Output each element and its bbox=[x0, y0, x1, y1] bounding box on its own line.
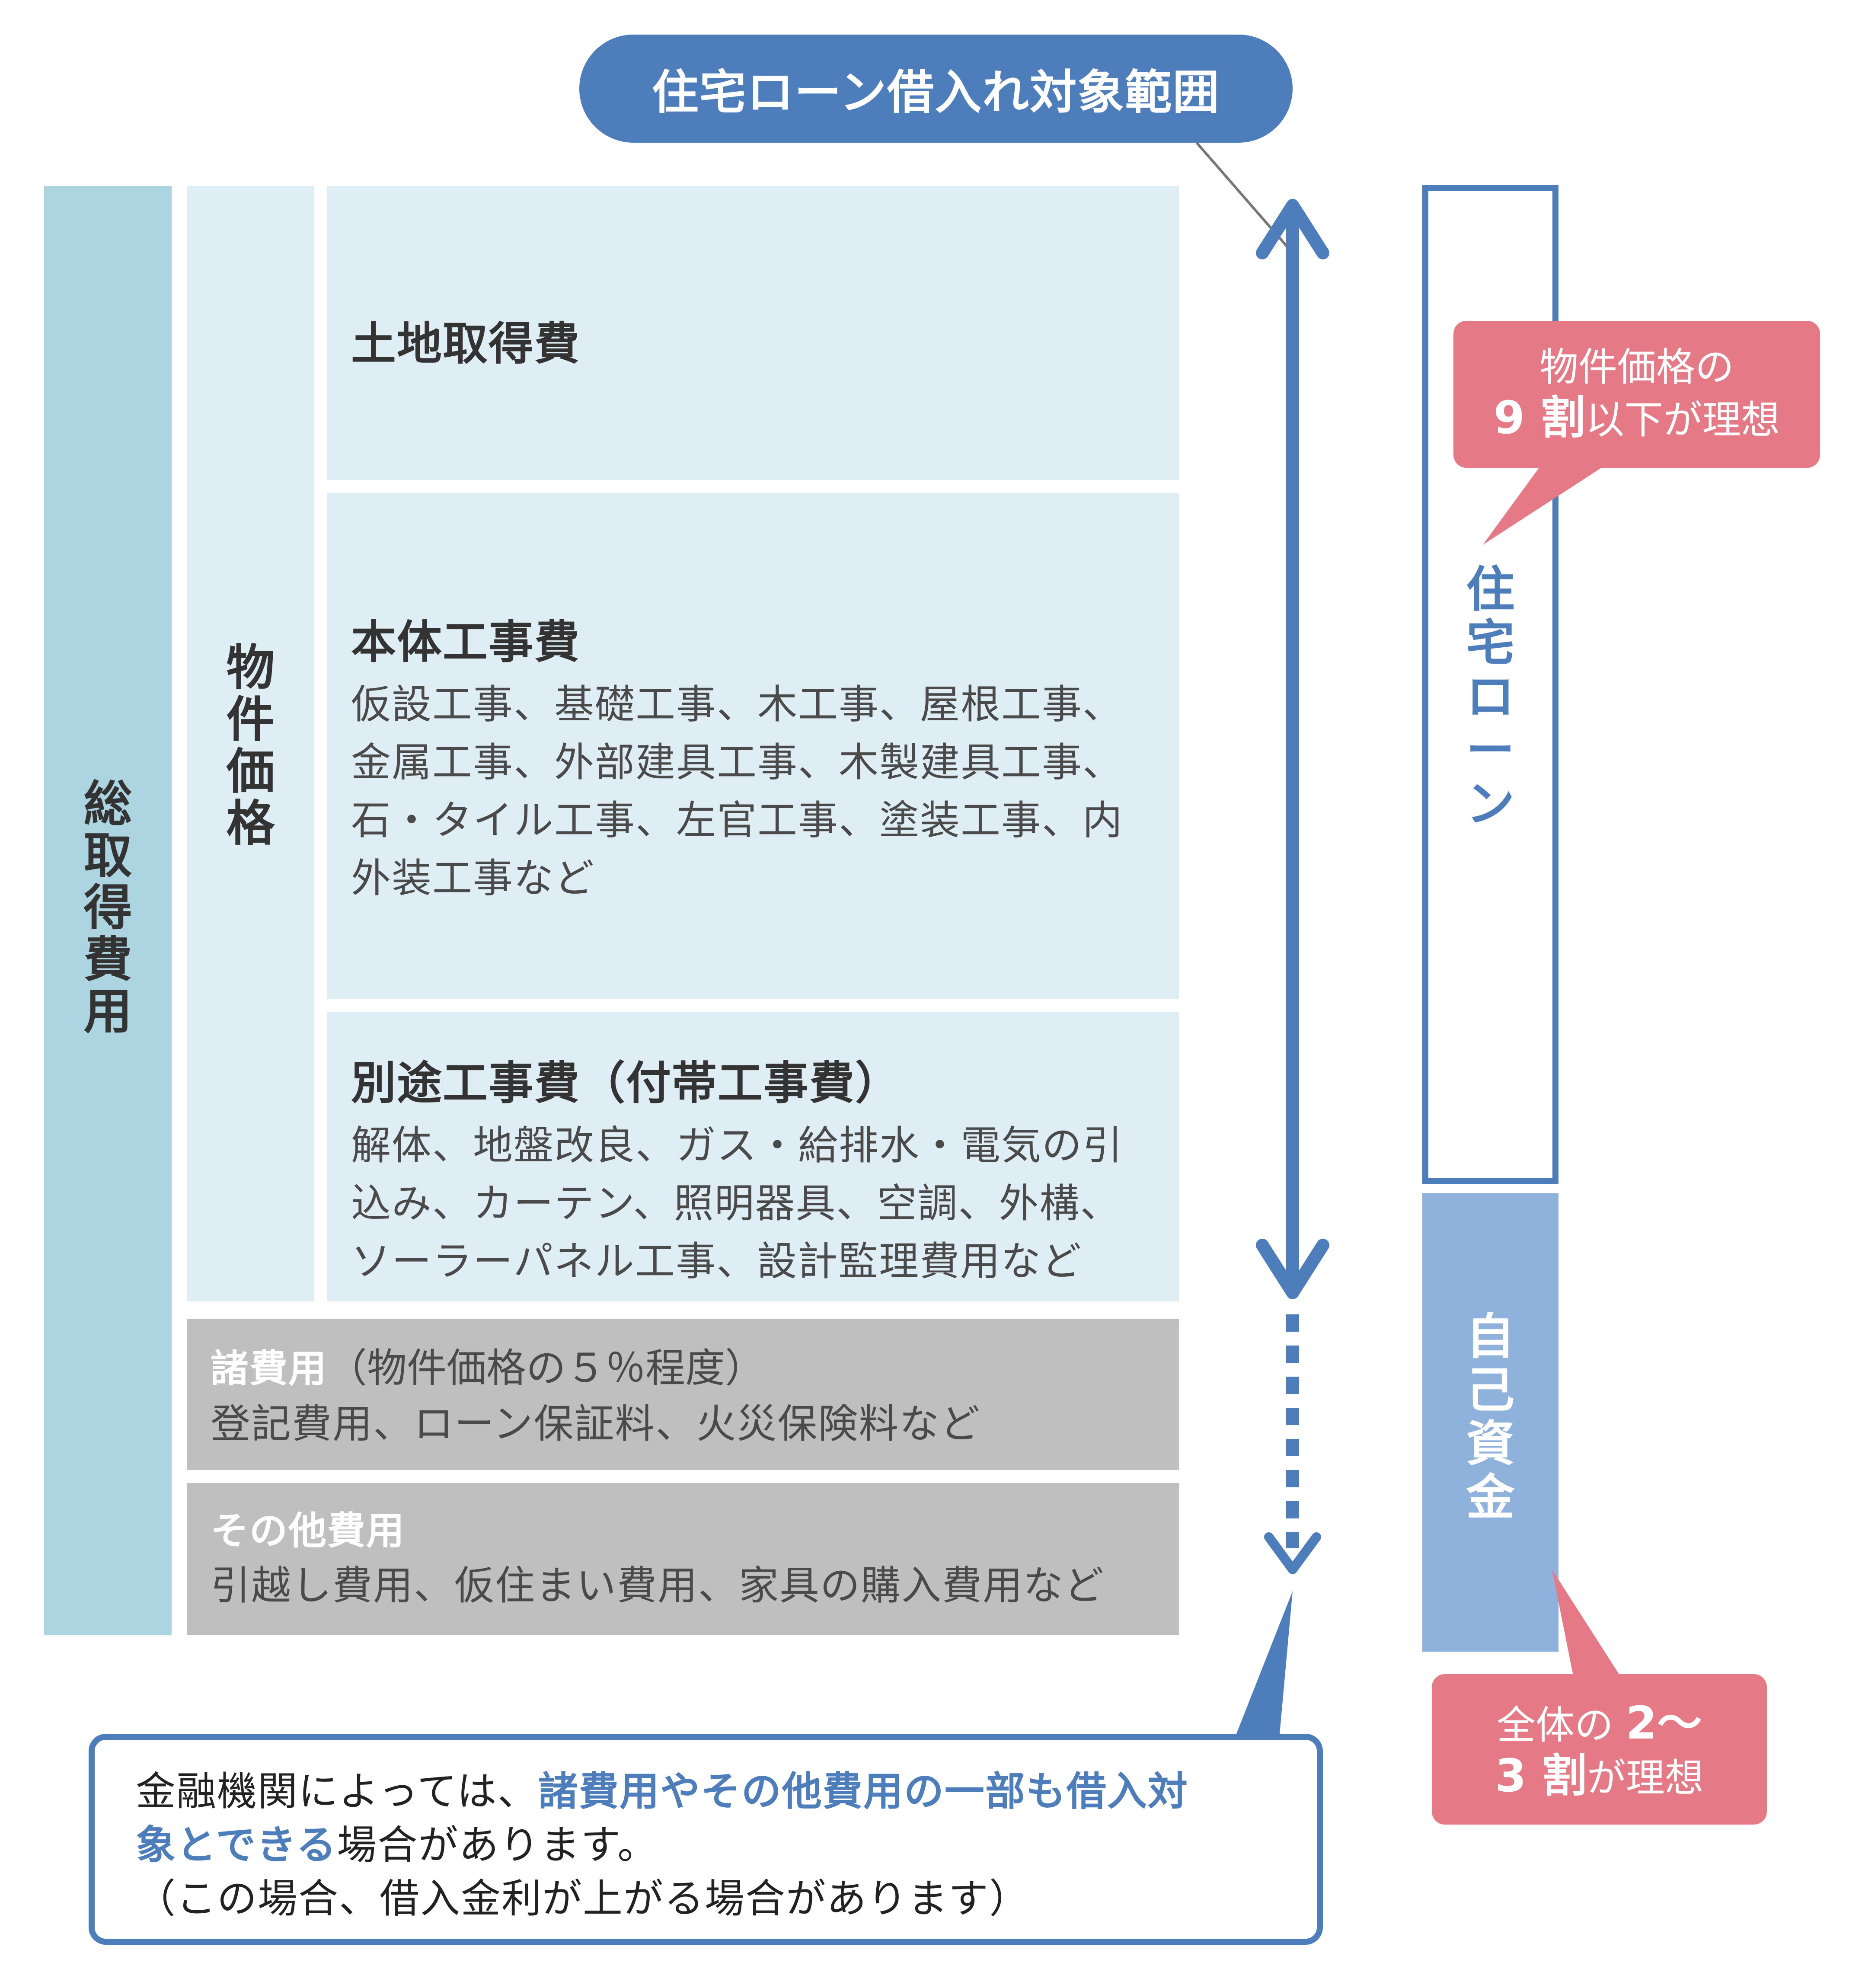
separate-construction-title: 別途工事費（付帯工事費） bbox=[351, 1057, 901, 1109]
label-char: 格 bbox=[226, 796, 275, 852]
misc-costs-note: （物件価格の５％程度） bbox=[327, 1345, 765, 1391]
separate-construction-box: 別途工事費（付帯工事費） 解体、地盤改良、ガス・給排水・電気の引 込み、カーテン… bbox=[327, 1012, 1179, 1301]
financial-institution-note: 金融機関によっては、諸費用やその他費用の一部も借入対 象とできる場合があります。… bbox=[89, 1734, 1323, 1945]
own-funds-ratio-callout: 全体の 2〜 3 割が理想 bbox=[1432, 1674, 1767, 1825]
loan-callout-tail bbox=[1483, 465, 1606, 545]
own-callout-line1: 全体の 2〜 bbox=[1432, 1698, 1767, 1751]
loan-callout-line2: 9 割以下が理想 bbox=[1453, 393, 1820, 445]
text-line: 込み、カーテン、照明器具、空調、外構、 bbox=[351, 1180, 1121, 1227]
label-char: 総 bbox=[83, 776, 132, 832]
label-char: 得 bbox=[83, 880, 132, 936]
misc-costs-heading: 諸費用（物件価格の５％程度） bbox=[211, 1336, 1166, 1394]
note-highlight: 象とできる bbox=[136, 1822, 337, 1868]
total-cost-label: 総 取 得 費 用 bbox=[44, 778, 172, 1038]
dotted-arrow-head bbox=[1264, 1532, 1321, 1574]
text-line: 仮設工事、基礎工事、木工事、屋根工事、 bbox=[351, 681, 1124, 728]
own-callout-tail bbox=[1552, 1569, 1621, 1678]
other-costs-box: その他費用 引越し費用、仮住まい費用、家具の購入費用など bbox=[187, 1483, 1179, 1635]
text-line: ソーラーパネル工事、設計監理費用など bbox=[351, 1238, 1083, 1285]
label-char: 費 bbox=[83, 932, 132, 988]
loan-callout-ratio: 9 割 bbox=[1493, 391, 1586, 444]
main-construction-box: 本体工事費 仮設工事、基礎工事、木工事、屋根工事、 金属工事、外部建具工事、木製… bbox=[327, 493, 1179, 999]
label-char: 資 bbox=[1466, 1416, 1515, 1472]
loan-callout-line1: 物件価格の bbox=[1539, 345, 1734, 390]
own-funds-box: 自 己 資 金 bbox=[1422, 1193, 1558, 1652]
label-char: 金 bbox=[1466, 1470, 1515, 1526]
land-cost-box: 土地取得費 bbox=[327, 186, 1179, 480]
total-cost-column: 総 取 得 費 用 bbox=[44, 186, 172, 1635]
loan-callout-rest: 以下が理想 bbox=[1585, 397, 1780, 443]
text-line: 解体、地盤改良、ガス・給排水・電気の引 bbox=[351, 1122, 1124, 1169]
note-line2: 象とできる場合があります。 bbox=[136, 1819, 1287, 1872]
own-funds-label: 自 己 資 金 bbox=[1422, 1310, 1558, 1525]
label-char: 自 bbox=[1466, 1309, 1515, 1365]
misc-costs-title: 諸費用 bbox=[211, 1346, 328, 1391]
arrow-down-head bbox=[1256, 1239, 1329, 1299]
note-highlight: 諸費用やその他費用の一部も借入対 bbox=[538, 1768, 1188, 1815]
arrow-up-head bbox=[1256, 199, 1329, 259]
property-price-column: 物 件 価 格 bbox=[187, 186, 314, 1301]
range-title: 住宅ローン借入れ対象範囲 bbox=[579, 35, 1293, 143]
label-char: 価 bbox=[226, 744, 275, 800]
text-line: 外装工事など bbox=[351, 855, 595, 901]
label-char: 件 bbox=[226, 692, 275, 748]
text-line: 石・タイル工事、左官工事、塗装工事、内 bbox=[351, 797, 1124, 844]
label-char: ン bbox=[1466, 776, 1515, 832]
housing-loan-label: 住 宅 ロ ー ン bbox=[1428, 563, 1552, 831]
label-char: 取 bbox=[83, 828, 132, 884]
land-cost-title: 土地取得費 bbox=[351, 317, 581, 370]
misc-costs-text: 登記費用、ローン保証料、火災保険料など bbox=[211, 1401, 981, 1447]
own-callout-ratio: 3 割 bbox=[1495, 1749, 1587, 1802]
label-char: ー bbox=[1466, 722, 1515, 779]
label-char: 用 bbox=[83, 984, 132, 1040]
label-char: 物 bbox=[226, 640, 275, 696]
misc-costs-box: 諸費用（物件価格の５％程度） 登記費用、ローン保証料、火災保険料など bbox=[187, 1319, 1179, 1470]
text-line: 金属工事、外部建具工事、木製建具工事、 bbox=[351, 739, 1124, 786]
separate-construction-text: 解体、地盤改良、ガス・給排水・電気の引 込み、カーテン、照明器具、空調、外構、 … bbox=[351, 1117, 1166, 1291]
note-text: 金融機関によっては、 bbox=[136, 1768, 538, 1815]
label-char: 己 bbox=[1466, 1362, 1515, 1419]
own-callout-rest: が理想 bbox=[1587, 1755, 1704, 1801]
main-construction-title: 本体工事費 bbox=[351, 616, 581, 668]
own-callout-prefix: 全体の bbox=[1497, 1703, 1626, 1748]
own-callout-ratio-start: 2〜 bbox=[1625, 1697, 1702, 1749]
label-char: 宅 bbox=[1466, 615, 1515, 671]
note-pointer bbox=[1236, 1591, 1293, 1734]
label-char: ロ bbox=[1466, 669, 1515, 725]
loan-ratio-callout: 物件価格の 9 割以下が理想 bbox=[1453, 321, 1820, 468]
label-char: 住 bbox=[1466, 562, 1515, 618]
own-callout-line2: 3 割が理想 bbox=[1432, 1751, 1767, 1803]
other-costs-text: 引越し費用、仮住まい費用、家具の購入費用など bbox=[211, 1563, 1105, 1609]
other-costs-title: その他費用 bbox=[211, 1509, 406, 1553]
property-price-label: 物 件 価 格 bbox=[187, 642, 314, 850]
note-line3: （この場合、借入金利が上がる場合があります） bbox=[136, 1876, 1030, 1922]
note-line1: 金融機関によっては、諸費用やその他費用の一部も借入対 bbox=[136, 1765, 1287, 1819]
note-text: 場合があります。 bbox=[337, 1822, 658, 1868]
main-construction-text: 仮設工事、基礎工事、木工事、屋根工事、 金属工事、外部建具工事、木製建具工事、 … bbox=[351, 676, 1166, 908]
